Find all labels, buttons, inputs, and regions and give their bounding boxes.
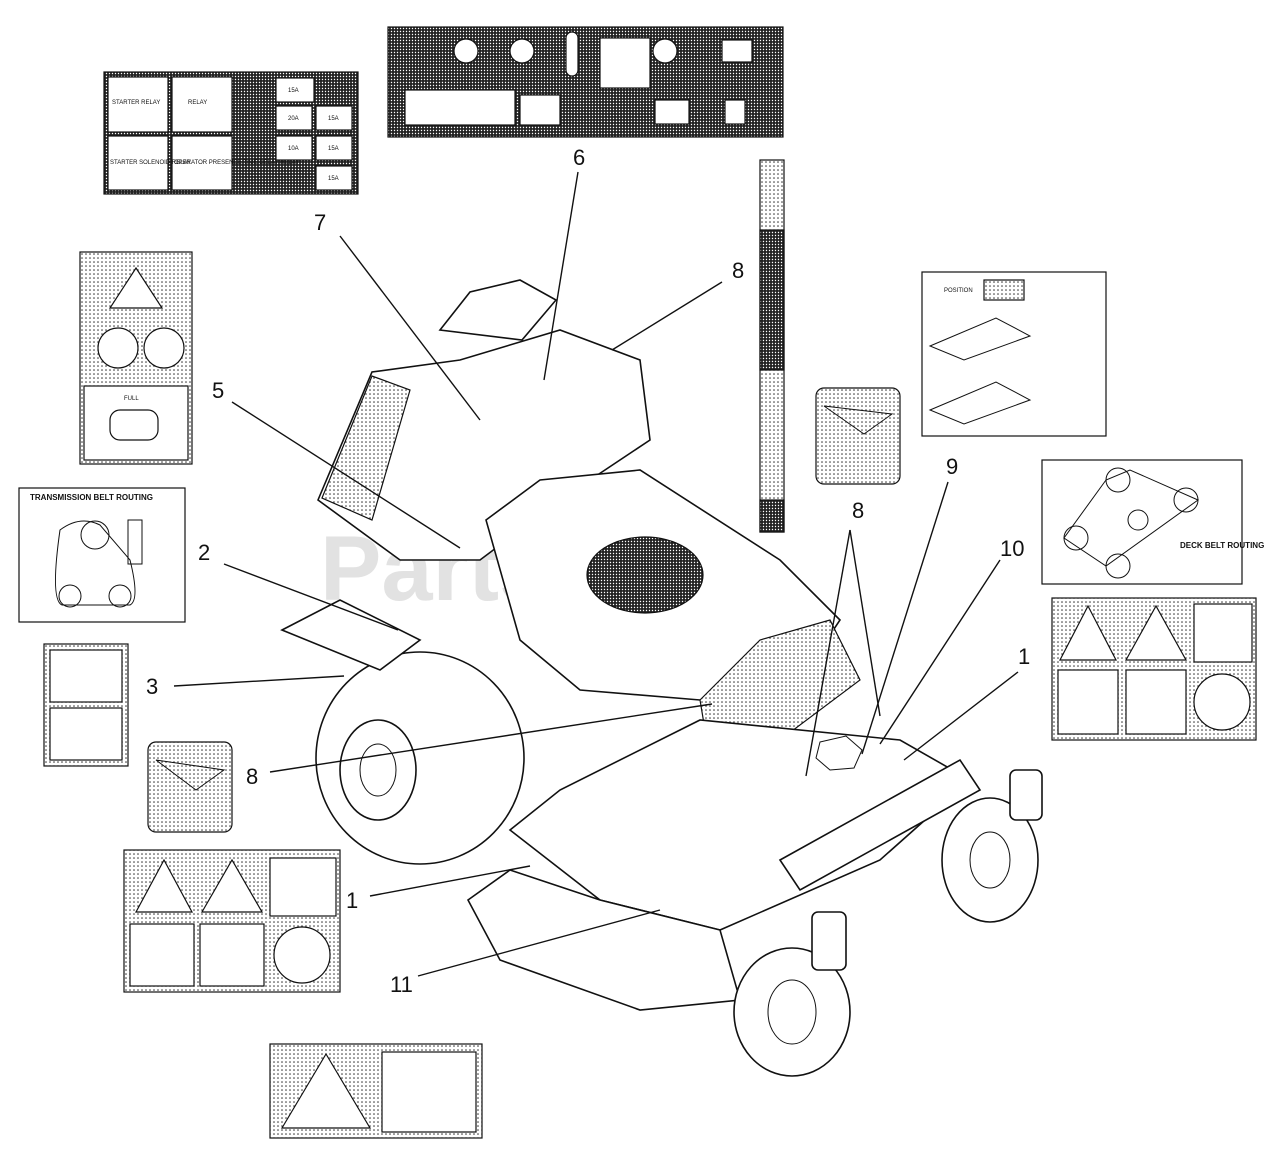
- leader-lines: [173, 171, 1019, 977]
- callout-1b: 1: [346, 888, 358, 913]
- decal-relay-panel: STARTER RELAY RELAY STARTER SOLENOID REL…: [103, 71, 359, 195]
- callout-11: 11: [390, 972, 413, 997]
- fuse-3: 15A: [328, 116, 339, 122]
- fuse-2: 20A: [288, 116, 299, 122]
- fuse-6: 15A: [328, 176, 339, 182]
- callout-7: 8: [732, 258, 744, 283]
- decal-operator-controls: [43, 643, 129, 767]
- callout-4: 6: [573, 145, 585, 170]
- decal-height-position: POSITION: [921, 271, 1107, 437]
- callout-9: 9: [946, 454, 958, 479]
- decal-warning-right: [1051, 597, 1257, 741]
- callout-8a: 8: [246, 764, 258, 789]
- decal-deck-belt: DECK BELT ROUTING: [1041, 459, 1264, 585]
- decal-transmission-belt: TRANSMISSION BELT ROUTING: [18, 487, 186, 623]
- decal-blade-left: [147, 741, 233, 833]
- relay-cell-1: STARTER RELAY: [112, 100, 160, 106]
- fuse-4: 10A: [288, 146, 299, 152]
- callout-3: 3: [146, 674, 158, 699]
- transmission-title: TRANSMISSION BELT ROUTING: [30, 493, 153, 502]
- height-label: POSITION: [944, 288, 973, 294]
- fuse-5: 15A: [328, 146, 339, 152]
- callout-5: 5: [212, 378, 224, 403]
- callouts: 6 7 8 5 2 3 8 8 9 10 1 1 11: [146, 145, 1030, 997]
- fuel-label: FULL: [124, 396, 139, 402]
- deck-belt-title: DECK BELT ROUTING: [1180, 541, 1264, 550]
- callout-10: 10: [1000, 536, 1024, 561]
- callout-6: 7: [314, 210, 326, 235]
- decal-height-strip: [759, 159, 785, 533]
- decal-blade-right: [815, 387, 901, 485]
- decal-warning-bottom: [269, 1043, 483, 1139]
- relay-cell-2: RELAY: [188, 100, 207, 106]
- decal-fuel-warning: FULL: [79, 251, 193, 465]
- callout-8b: 8: [852, 498, 864, 523]
- mower-illustration: [280, 279, 1043, 1077]
- callout-2: 2: [198, 540, 210, 565]
- fuse-1: 15A: [288, 88, 299, 94]
- decal-warning-left: [123, 849, 341, 993]
- relay-cell-3: STARTER SOLENOID RELAY: [110, 160, 191, 166]
- decal-control-panel: [387, 26, 784, 138]
- callout-1a: 1: [1018, 644, 1030, 669]
- relay-cell-4: OPERATOR PRESENCE TIME DELAY RELAY: [174, 160, 299, 166]
